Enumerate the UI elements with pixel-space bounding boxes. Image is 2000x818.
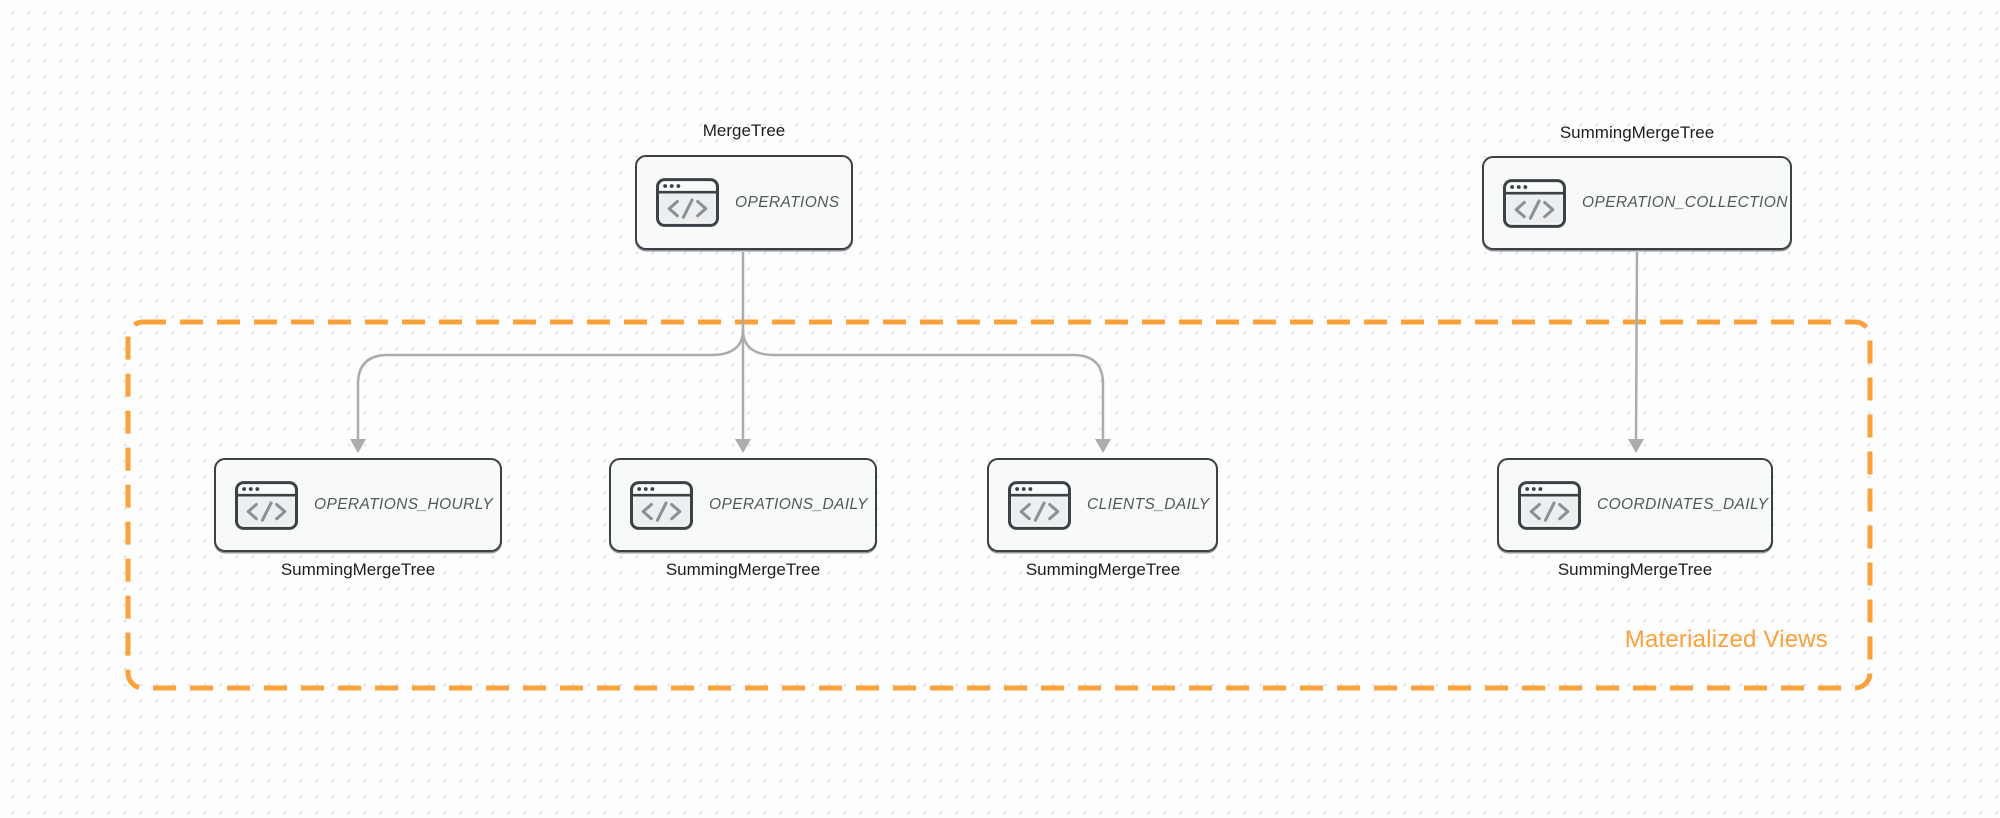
arrowhead-icon [735, 439, 751, 453]
node-title: OPERATIONS [735, 193, 840, 211]
engine-label-operations-daily: SummingMergeTree [665, 560, 821, 579]
edge-operations-to-clients-daily [741, 329, 1105, 440]
browser-code-icon [235, 481, 298, 530]
node-operations-daily[interactable]: OPERATIONS_DAILY [609, 458, 877, 552]
engine-label-coordinates-daily: SummingMergeTree [1557, 560, 1713, 579]
browser-code-icon [1518, 481, 1581, 530]
node-coordinates-daily[interactable]: COORDINATES_DAILY [1497, 458, 1773, 552]
node-title: OPERATION_COLLECTION [1582, 194, 1788, 211]
engine-label-operations: MergeTree [702, 121, 786, 140]
engine-label-operation-collection: SummingMergeTree [1559, 123, 1715, 142]
node-title: OPERATIONS_HOURLY [314, 496, 494, 513]
browser-code-icon [630, 481, 693, 530]
node-clients-daily[interactable]: CLIENTS_DAILY [987, 458, 1218, 552]
browser-code-icon [656, 178, 719, 227]
node-operations-hourly[interactable]: OPERATIONS_HOURLY [214, 458, 502, 552]
edge-operations-to-operations-hourly [356, 329, 745, 440]
node-operation-collection[interactable]: OPERATION_COLLECTION [1482, 156, 1792, 250]
node-title: COORDINATES_DAILY [1597, 496, 1769, 513]
node-operations[interactable]: OPERATIONS [635, 155, 853, 250]
browser-code-icon [1503, 179, 1566, 228]
arrowhead-icon [1628, 439, 1644, 453]
edge-operation-collection-to-coordinates-daily [1634, 251, 1639, 441]
engine-label-clients-daily: SummingMergeTree [1025, 560, 1181, 579]
engine-label-operations-hourly: SummingMergeTree [280, 560, 436, 579]
node-title: CLIENTS_DAILY [1087, 496, 1210, 513]
browser-code-icon [1008, 481, 1071, 530]
node-title: OPERATIONS_DAILY [709, 496, 868, 513]
materialized-views-group-label: Materialized Views [1624, 626, 1828, 653]
arrowhead-icon [350, 439, 366, 453]
arrowhead-icon [1095, 439, 1111, 453]
